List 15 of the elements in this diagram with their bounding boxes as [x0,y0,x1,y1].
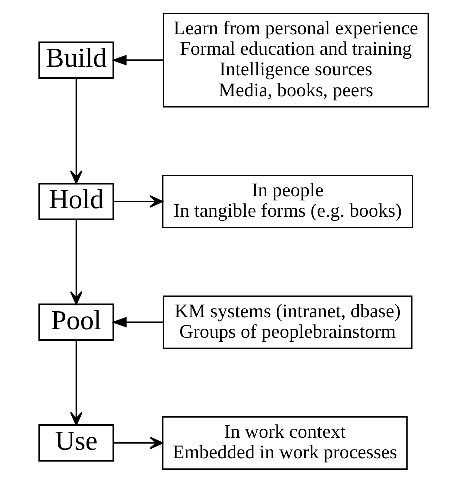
node-box: In work context Embedded in work processes [162,416,408,470]
node-box: Pool [38,304,114,342]
arrow [70,340,83,426]
arrow [70,78,83,184]
node-box: Hold [38,183,114,220]
arrow [114,195,164,208]
node-box: In people In tangible forms (e.g. books) [162,174,414,228]
node-box: Learn from personal experience Formal education and training Intelligence sources Media, books, peers [163,13,430,108]
node-box: Build [38,42,114,80]
arrow [112,55,164,66]
node-box: Use [38,424,114,462]
arrow [112,317,164,328]
arrow [70,220,83,306]
node-box: KM systems (intranet, dbase) Groups of peoplebrainstorm [163,296,413,350]
arrow [114,436,164,450]
